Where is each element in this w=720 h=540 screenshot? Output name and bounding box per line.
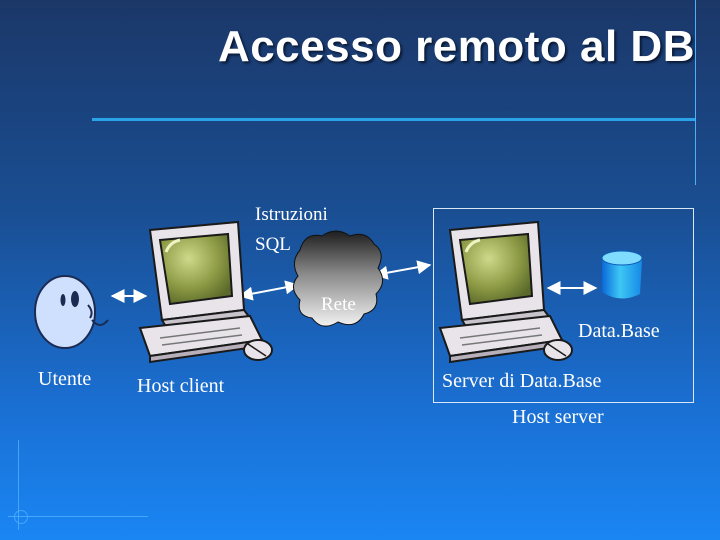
database-icon bbox=[601, 250, 643, 299]
client-computer-icon bbox=[138, 220, 273, 364]
database-label: Data.Base bbox=[578, 320, 660, 342]
host-client-label: Host client bbox=[137, 375, 225, 397]
host-server-frame bbox=[433, 208, 694, 403]
host-server-label: Host server bbox=[512, 406, 604, 428]
sql-instructions-label-line2: SQL bbox=[255, 234, 291, 255]
decorative-corner-circle bbox=[14, 510, 28, 524]
decorative-vertical-line bbox=[695, 0, 696, 185]
server-computer-icon bbox=[438, 220, 573, 364]
arrow-network-server bbox=[373, 260, 432, 280]
sql-instructions-label-line1: Istruzioni bbox=[255, 204, 328, 225]
network-cloud-icon bbox=[293, 230, 383, 327]
user-label: Utente bbox=[38, 368, 92, 390]
decorative-corner-vertical bbox=[18, 440, 19, 530]
decorative-corner-horizontal bbox=[8, 516, 148, 517]
network-label: Rete bbox=[321, 294, 356, 315]
user-face-icon bbox=[34, 275, 109, 349]
slide-title: Accesso remoto al DB bbox=[217, 22, 695, 71]
arrow-client-network bbox=[238, 280, 300, 301]
db-server-label: Server di Data.Base bbox=[442, 370, 602, 392]
title-underline bbox=[92, 118, 696, 121]
